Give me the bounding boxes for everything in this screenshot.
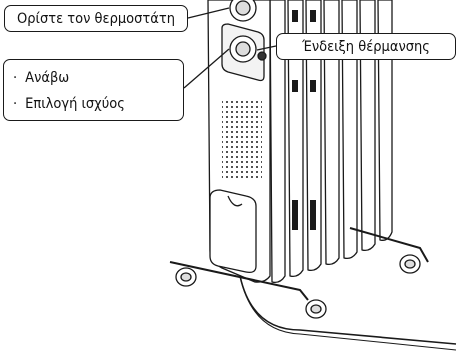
callout-knob-functions: Ανάβω Επιλογή ισχύος [3,59,184,121]
callout-text-indicator: Ένδειξη θέρμανσης [302,39,430,55]
function-item-power-select: Επιλογή ισχύος [13,91,183,117]
function-list: Ανάβω Επιλογή ισχύος [13,65,183,117]
callout-heating-indicator: Ένδειξη θέρμανσης [276,33,456,60]
vent-grille [222,98,262,178]
function-item-power-on: Ανάβω [13,65,183,91]
callout-text-thermostat: Ορίστε τον θερμοστάτη [17,11,175,27]
callout-set-thermostat: Ορίστε τον θερμοστάτη [4,5,188,32]
indicator-light [258,52,266,60]
power-cord [240,276,456,344]
cord-cover [210,190,256,272]
